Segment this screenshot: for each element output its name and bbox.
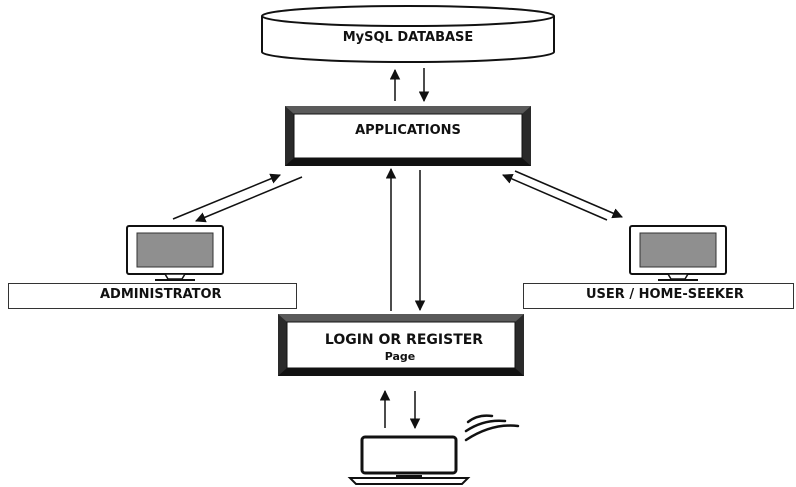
user-label-box [523,283,794,309]
arrow-app-to-admin [195,176,303,223]
monitor-icon [126,225,224,281]
administrator-label: ADMINISTRATOR [100,287,222,302]
login-label-line2: Page [385,350,416,363]
applications-label: APPLICATIONS [355,123,461,138]
database-cylinder: MySQL DATABASE [261,5,555,63]
login-box: LOGIN OR REGISTER Page [278,314,524,376]
administrator-label-box [8,283,297,309]
login-label-line1: LOGIN OR REGISTER [325,332,483,348]
database-label: MySQL DATABASE [343,30,474,45]
arrow-admin-to-app [172,173,281,220]
wifi-icon [464,414,520,442]
applications-box: APPLICATIONS [285,106,531,166]
monitor-icon [629,225,727,281]
arrow-user-to-app [502,173,608,221]
arrow-app-to-user [514,170,623,219]
laptop-icon [347,435,471,485]
user-label: USER / HOME-SEEKER [586,287,744,302]
